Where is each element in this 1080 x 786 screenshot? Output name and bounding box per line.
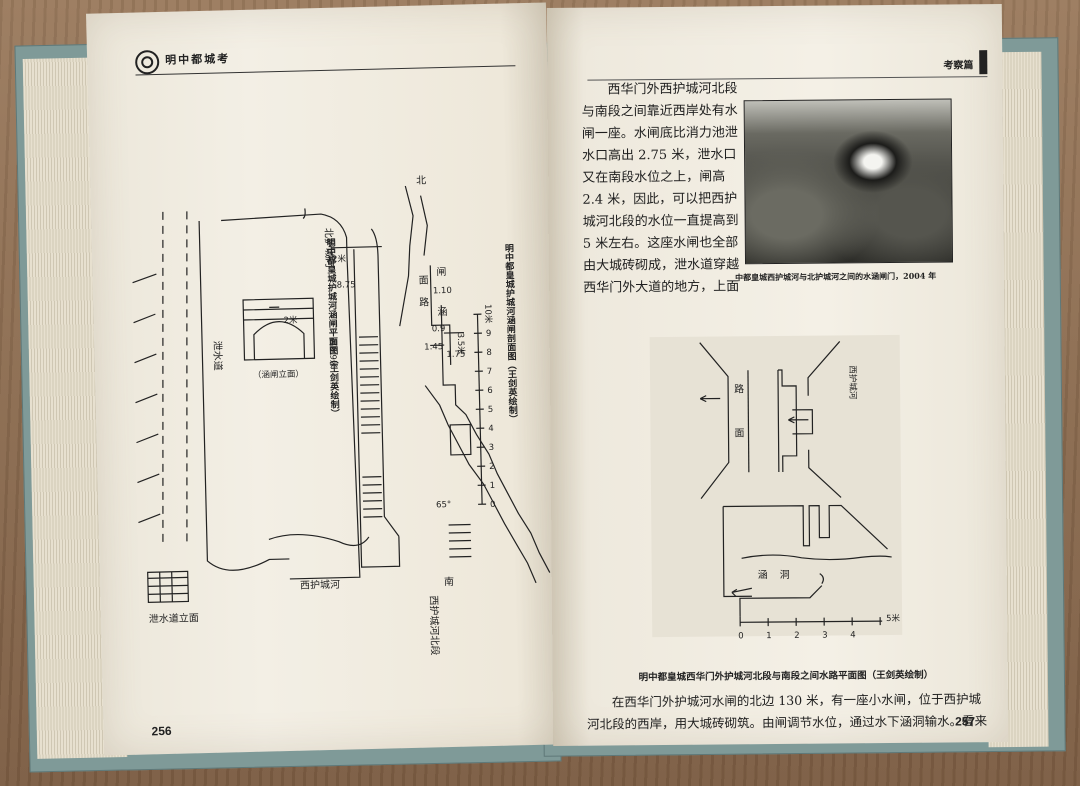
label-dim-875: 8.75 <box>337 280 356 290</box>
label-road-right: 路 <box>734 382 744 395</box>
label-width-2m-b: 2米 <box>283 315 298 326</box>
label-sluice-elevation: （涵闸立面） <box>253 369 304 381</box>
left-page: 明中都城考 <box>86 2 564 756</box>
label-road: 路 <box>419 295 429 308</box>
scale-tick-label: 1 <box>490 481 496 491</box>
chapter-tag: 考察篇 <box>943 60 974 72</box>
chapter-marker <box>979 50 988 75</box>
intro-paragraph: 西华门外西护城河北段与南段之间靠近西岸处有水闸一座。水闸底比消力池泄水口高出 2… <box>581 81 740 296</box>
label-d35: 3.5米 <box>455 333 467 356</box>
label-west-moat: 西护城河 <box>300 578 340 592</box>
scale-ticks: 0 1 2 3 4 <box>738 630 856 641</box>
label-west-moat-north: 西护城河北段 <box>427 595 441 655</box>
intro-paragraph-column: 西华门外西护城河北段与南段之间靠近西岸处有水闸一座。水闸底比消力池泄水口高出 2… <box>581 78 745 299</box>
scale-tick-label: 1 <box>766 631 772 641</box>
scale-tick-label: 3 <box>822 631 828 641</box>
label-tunnel-right: 洞 <box>780 569 790 581</box>
label-scale-unit: 10米 <box>482 304 493 324</box>
scale-tick-label: 2 <box>489 462 495 472</box>
scale-tick-label: 8 <box>486 348 492 358</box>
scale-tick-label: 2 <box>794 631 800 641</box>
label-west-moat-right: 西护城河 <box>847 365 858 400</box>
label-d175: 1.75 <box>446 350 465 360</box>
running-head-left: 明中都城考 <box>134 43 516 76</box>
label-drain-elevation: 泄水道立面 <box>149 611 199 625</box>
seal-icon <box>134 49 160 75</box>
scale-tick-label: 6 <box>487 386 493 396</box>
scale-tick-label: 3 <box>489 443 495 453</box>
label-south: 南 <box>444 575 454 588</box>
page-number-right: 257 <box>954 714 976 729</box>
label-north: 北 <box>416 174 426 186</box>
right-page: 考察篇 西华门外西护城河北段与南段之间靠近西岸处有水闸一座。水闸底比消力池泄水口… <box>546 4 1009 746</box>
label-surface-right: 面 <box>734 428 744 439</box>
scale-tick-label: 5 <box>488 405 494 415</box>
scale-tick-label: 9 <box>486 329 492 339</box>
label-north-moat: 北护城河 <box>322 228 336 268</box>
scale-tick-label: 4 <box>850 630 856 640</box>
scale-tick-label: 4 <box>488 424 494 434</box>
label-width-2m: 2米 <box>332 253 347 264</box>
sluice-photo <box>743 98 954 265</box>
photo-caption: 中都皇城西护城河与北护城河之间的水涵闸门，2004 年 <box>735 270 937 283</box>
label-angle: 65° <box>436 500 451 510</box>
label-surface: 面 <box>419 275 429 286</box>
figure-caption-waterway: 明中都皇城西华门外护城河北段与南段之间水路平面图（王剑英绘制） <box>638 669 934 684</box>
label-d145: 1.45 <box>424 342 443 352</box>
scale-ticks: 0 1 2 3 4 5 6 7 8 9 <box>486 329 496 510</box>
book-title: 明中都城考 <box>165 52 231 67</box>
label-d110: 1.10 <box>433 286 452 296</box>
scale-tick-label: 7 <box>487 367 493 377</box>
label-culvert-right: 涵 <box>758 569 768 581</box>
sluice-plan-figure: 北护城河 2米 8.75 （涵闸立面） 2米 高0.9米 泄水道 西护城河 泄水… <box>132 174 551 656</box>
waterway-plan-figure: 路 面 西护城河 涵 洞 5米 0 1 2 3 4 <box>649 334 903 641</box>
scale-tick-label: 0 <box>738 631 744 641</box>
label-d09: 0.9 <box>432 324 446 334</box>
running-head-right: 考察篇 <box>587 50 988 81</box>
closing-paragraph: 在西华门外护城河水闸的北边 130 米，有一座小水闸，位于西护城河北段的西岸，用… <box>586 691 988 732</box>
label-gate: 闸 <box>436 265 446 278</box>
page-number-left: 256 <box>151 723 172 739</box>
label-culvert: 涵 <box>437 306 447 318</box>
label-height-09: 高0.9米 <box>327 338 339 369</box>
scale-tick-label: 0 <box>490 500 496 510</box>
closing-paragraph-block: 在西华门外护城河水闸的北边 130 米，有一座小水闸，位于西护城河北段的西岸，用… <box>587 688 987 735</box>
label-water-way: 泄水道 <box>211 340 225 370</box>
label-scale-unit-right: 5米 <box>886 613 901 624</box>
